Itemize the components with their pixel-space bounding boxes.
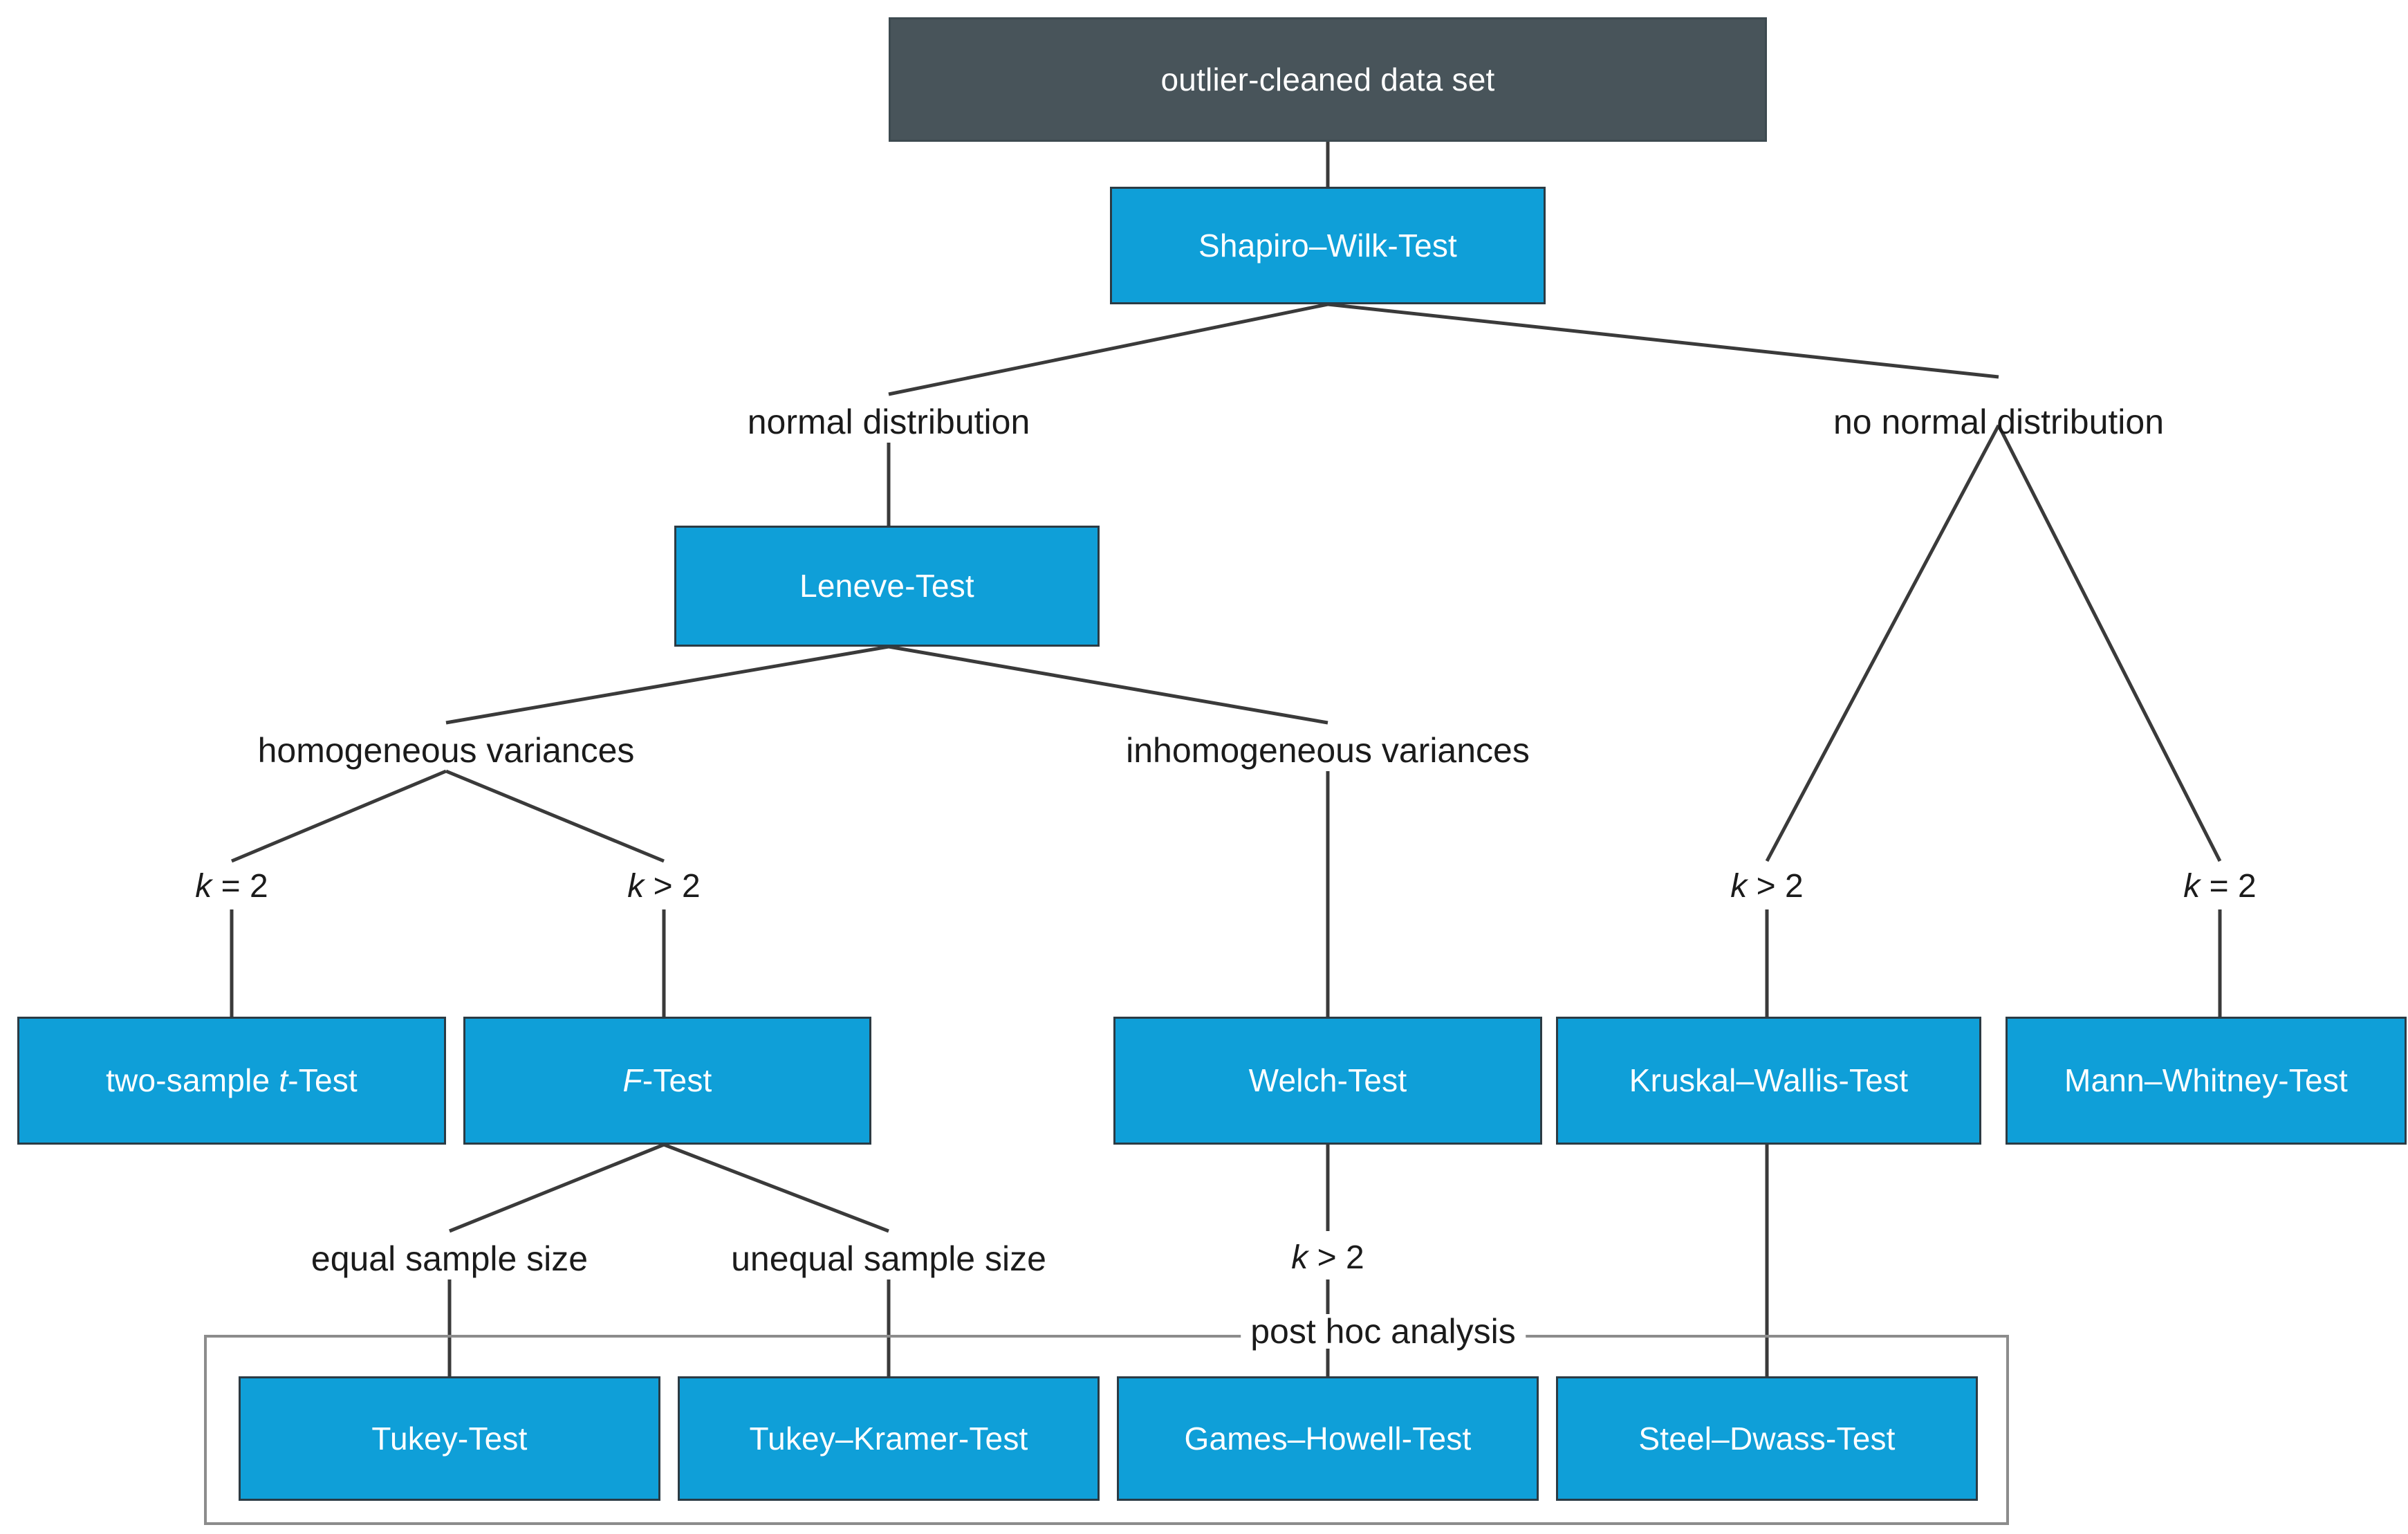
node-tukey-kramer-test[interactable]: Tukey–Kramer-Test — [678, 1376, 1100, 1501]
edge-label-homogeneous-variances: homogeneous variances — [257, 731, 635, 770]
edge-label-k-equals-2-left: k = 2 — [195, 868, 268, 905]
node-leneve-test[interactable]: Leneve-Test — [674, 526, 1100, 647]
edge-ftest-left — [449, 1143, 665, 1233]
node-label-games-howell: Games–Howell-Test — [1184, 1420, 1472, 1457]
node-label-leneve: Leneve-Test — [799, 568, 974, 604]
node-shapiro-wilk-test[interactable]: Shapiro–Wilk-Test — [1110, 187, 1546, 304]
node-mann-whitney-test[interactable]: Mann–Whitney-Test — [2006, 1017, 2407, 1145]
node-f-test[interactable]: F-Test — [463, 1017, 871, 1145]
edge-nonormal-right — [1997, 424, 2222, 862]
edge-label-equal-sample-size: equal sample size — [311, 1239, 589, 1278]
edge-homog-left — [231, 769, 447, 863]
group-label-post-hoc-analysis: post hoc analysis — [1241, 1314, 1526, 1349]
edge-homog-right — [445, 769, 665, 863]
edge-label-k-equals-2-right: k = 2 — [2183, 868, 2257, 905]
node-label-tukey: Tukey-Test — [371, 1420, 528, 1457]
node-label-f-test: F-Test — [622, 1062, 712, 1099]
edge-label-no-normal-distribution: no normal distribution — [1833, 403, 2165, 441]
edge-label-k-greater-2-welch: k > 2 — [1291, 1239, 1364, 1276]
node-label-welch: Welch-Test — [1248, 1062, 1407, 1099]
node-outlier-cleaned-data-set[interactable]: outlier-cleaned data set — [889, 17, 1767, 142]
edge-label-inhomogeneous-variances: inhomogeneous variances — [1126, 731, 1530, 770]
edge-label-k-greater-2-right: k > 2 — [1730, 868, 1804, 905]
edge-shapiro-left — [888, 302, 1328, 396]
node-label-steel-dwass: Steel–Dwass-Test — [1638, 1420, 1896, 1457]
post-hoc-analysis-frame — [204, 1335, 2009, 1525]
node-steel-dwass-test[interactable]: Steel–Dwass-Test — [1556, 1376, 1978, 1501]
node-kruskal-wallis-test[interactable]: Kruskal–Wallis-Test — [1556, 1017, 1981, 1145]
edge-ftest-right — [663, 1143, 889, 1233]
node-label-two-sample-t-test: two-sample t-Test — [106, 1062, 358, 1099]
node-tukey-test[interactable]: Tukey-Test — [239, 1376, 660, 1501]
node-label-kruskal-wallis: Kruskal–Wallis-Test — [1629, 1062, 1909, 1099]
node-label-root: outlier-cleaned data set — [1160, 61, 1495, 98]
node-games-howell-test[interactable]: Games–Howell-Test — [1117, 1376, 1539, 1501]
edge-label-normal-distribution: normal distribution — [747, 403, 1030, 441]
node-welch-test[interactable]: Welch-Test — [1113, 1017, 1542, 1145]
edge-label-unequal-sample-size: unequal sample size — [731, 1239, 1046, 1278]
edge-nonormal-left — [1765, 424, 2001, 862]
edge-leneve-left — [445, 645, 889, 725]
edge-leneve-right — [888, 645, 1328, 725]
node-label-mann-whitney: Mann–Whitney-Test — [2064, 1062, 2348, 1099]
node-label-shapiro-wilk: Shapiro–Wilk-Test — [1198, 227, 1458, 264]
node-two-sample-t-test[interactable]: two-sample t-Test — [17, 1017, 446, 1145]
edge-shapiro-right — [1327, 302, 1999, 379]
edge-label-k-greater-2-left: k > 2 — [627, 868, 701, 905]
node-label-tukey-kramer: Tukey–Kramer-Test — [749, 1420, 1028, 1457]
